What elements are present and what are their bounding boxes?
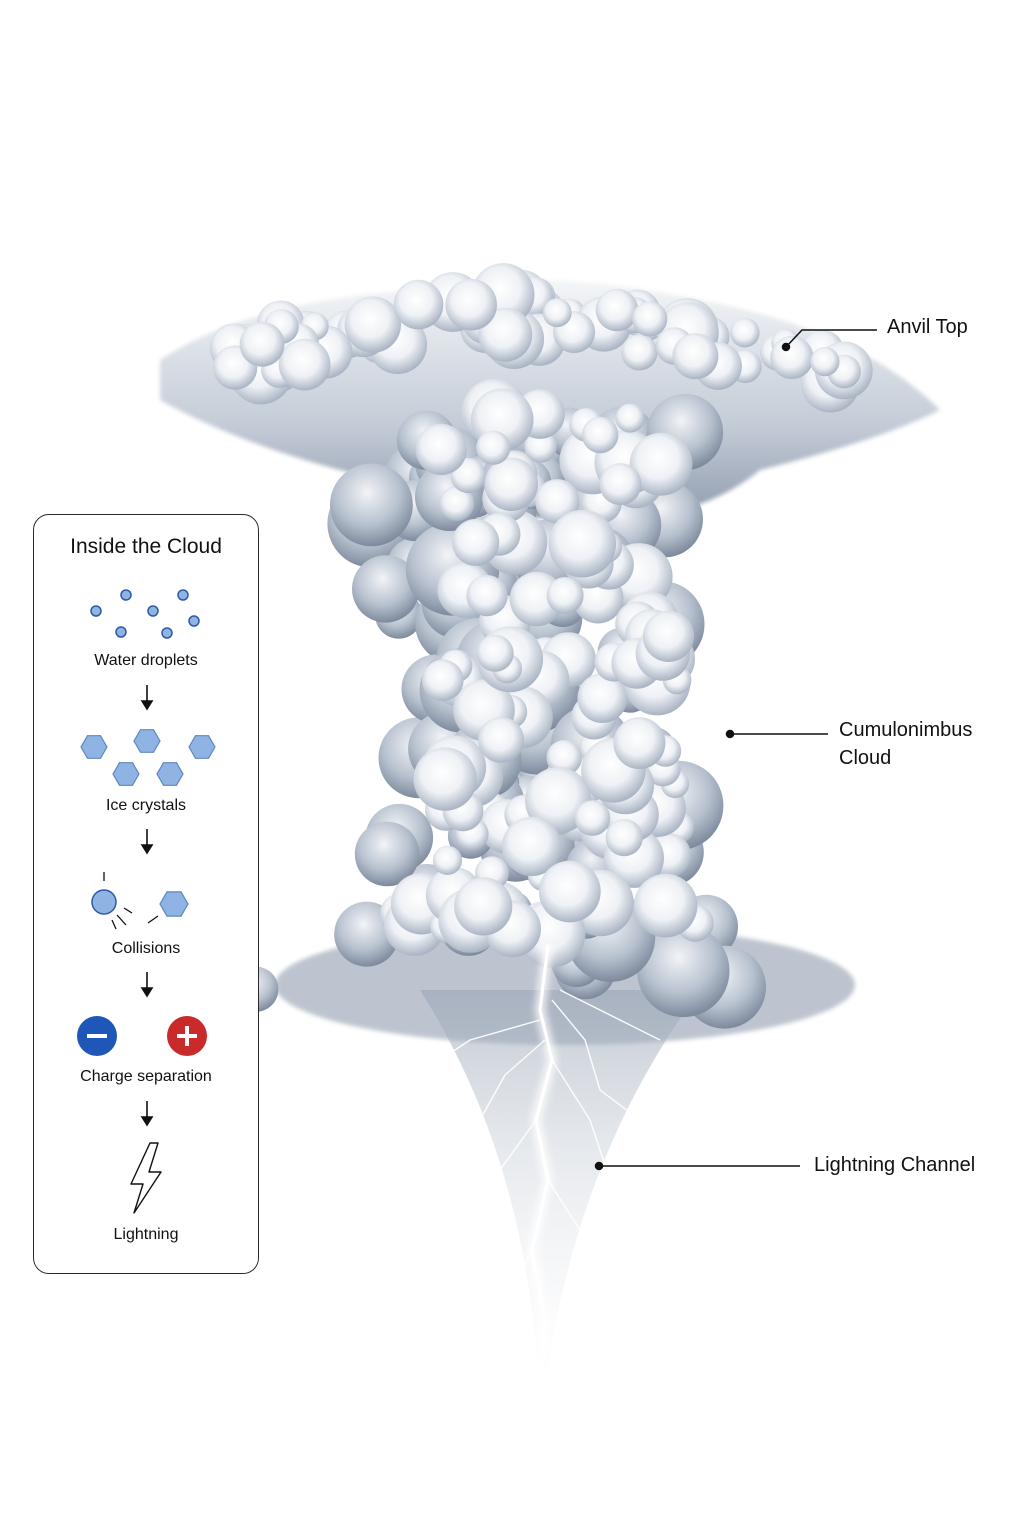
arrow-down-icon [140, 829, 154, 855]
cloud-puff [413, 747, 477, 811]
cloud-puff [730, 318, 760, 348]
cloud-puff [548, 509, 617, 578]
cloud-puff [344, 296, 401, 353]
cloud-puff [330, 463, 413, 547]
cloud-puff [478, 307, 533, 362]
cloud-puff [599, 463, 642, 506]
cloud-puff [633, 873, 698, 938]
cloud-puff [574, 800, 611, 836]
collision-icon [91, 872, 189, 930]
lightning-channel [439, 944, 661, 1401]
cloud-puff [502, 816, 562, 877]
cloud-puff [672, 333, 719, 380]
callout-leaders [594, 329, 877, 1171]
cloud-puff [605, 819, 643, 857]
cumulonimbus-label-line2: Cloud [839, 747, 892, 769]
step-label-lightning: Lightning [113, 1226, 179, 1243]
ice-crystal-hexagon [188, 735, 216, 759]
cloud-puff [352, 555, 420, 623]
cloud-puff [621, 334, 658, 371]
cumulonimbus-label: Cumulonimbus Cloud [839, 716, 972, 772]
cloud-puff [393, 279, 444, 330]
cloud-puff [476, 430, 511, 465]
cloud-puff [239, 321, 285, 367]
panel-icons [77, 589, 216, 1214]
cloud-puff [542, 298, 572, 328]
cloud-puff [546, 577, 584, 614]
step-label-collisions: Collisions [111, 940, 181, 957]
cloud-puff [439, 486, 475, 521]
cloud-puff [524, 430, 557, 463]
ice-crystal-hexagon [156, 762, 184, 786]
lightning-channel-label: Lightning Channel [814, 1154, 976, 1176]
cloud-puff [577, 673, 628, 723]
step-label-water-droplets: Water droplets [94, 652, 198, 669]
arrow-down-icon [140, 1101, 154, 1127]
cloud-puff [476, 634, 514, 672]
cloud-puff [613, 717, 666, 770]
cumulonimbus-label-line1: Cumulonimbus [839, 719, 973, 741]
cloud-puff [615, 403, 645, 433]
cloud-puff [642, 610, 695, 663]
cloud-puff [632, 301, 668, 337]
ice-crystals-icon [80, 729, 216, 786]
cumulonimbus-tower [233, 378, 766, 1029]
cloud-puff [582, 416, 619, 454]
cloud-puff [595, 288, 639, 332]
cloud-puff [478, 717, 524, 763]
positive-charge-icon [167, 1016, 207, 1056]
ice-crystal-hexagon [133, 729, 161, 753]
anvil-top-label: Anvil Top [887, 316, 968, 338]
ice-crystal-hexagon [80, 735, 108, 759]
cloud-puff [354, 821, 420, 887]
cloud-puff [454, 877, 513, 936]
cloud-puff [535, 479, 580, 524]
cloud-puff [415, 423, 467, 475]
step-label-ice-crystals: Ice crystals [105, 797, 186, 814]
panel-title: Inside the Cloud [70, 535, 222, 558]
anvil-puffs [209, 263, 873, 413]
cloud-puff [637, 924, 730, 1018]
water-droplets-icon [90, 589, 200, 639]
cloud-puff [422, 659, 464, 702]
ice-crystal-hexagon [112, 762, 140, 786]
inside-the-cloud-panel: Inside the Cloud [33, 514, 259, 1274]
cloud-puff [546, 740, 582, 776]
cloud-puff [770, 335, 814, 380]
cloud-puff [466, 575, 508, 617]
lightning-bolt-icon [130, 1142, 162, 1214]
step-label-charge-separation: Charge separation [80, 1068, 212, 1085]
arrow-down-icon [140, 685, 154, 711]
cloud-puff [484, 457, 539, 512]
cloud-puff [278, 338, 331, 391]
cloud-puff [452, 518, 500, 566]
negative-charge-icon [77, 1016, 117, 1056]
arrow-down-icon [140, 972, 154, 998]
cloud-puff [432, 845, 463, 875]
cloud-base-shadow [275, 925, 855, 1440]
cloud-puff [538, 860, 601, 923]
cloud-puff [445, 278, 498, 331]
cloud-puff [629, 432, 693, 496]
cloud-puff [810, 347, 840, 377]
